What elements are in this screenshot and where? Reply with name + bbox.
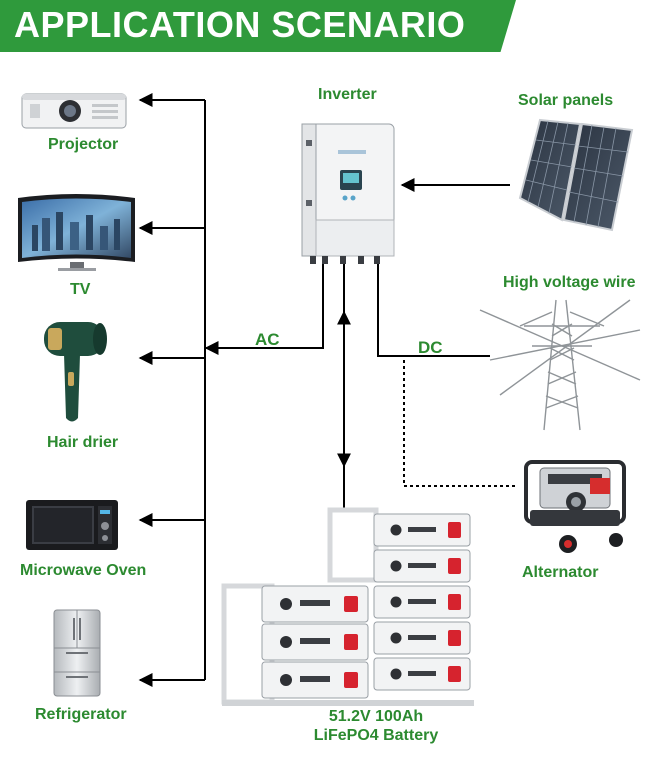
tv-image (18, 194, 135, 271)
alternator-label: Alternator (522, 564, 599, 581)
dc-input-line (377, 262, 490, 357)
power-tower-image (479, 299, 641, 431)
battery-caption-line1: 51.2V 100Ah (328, 708, 424, 725)
battery-caption-line2: LiFePO4 Battery (313, 727, 439, 744)
ac-label: AC (255, 330, 280, 349)
solar-panels-label: Solar panels (518, 92, 614, 109)
page-title: APPLICATION SCENARIO (14, 4, 466, 45)
refrigerator-image (53, 609, 101, 697)
battery-stack-image (221, 507, 474, 706)
tv-label: TV (70, 281, 91, 298)
projector-image (21, 93, 127, 129)
microwave-label: Microwave Oven (20, 562, 147, 579)
solar-panels-image (518, 118, 634, 232)
alternator-dashed-line (403, 360, 518, 487)
dc-label: DC (418, 338, 443, 357)
hair-drier-label: Hair drier (47, 434, 119, 451)
projector-label: Projector (48, 136, 119, 153)
inverter-ac-output (204, 262, 324, 355)
inverter-image (301, 123, 395, 264)
device-feed-arrows (138, 93, 205, 687)
refrigerator-label: Refrigerator (35, 706, 127, 723)
title-banner (0, 0, 516, 52)
high-voltage-wire-label: High voltage wire (503, 274, 636, 291)
microwave-image (26, 500, 118, 550)
inverter-label: Inverter (318, 86, 377, 103)
hair-drier-image (44, 322, 107, 422)
alternator-image (524, 460, 626, 553)
